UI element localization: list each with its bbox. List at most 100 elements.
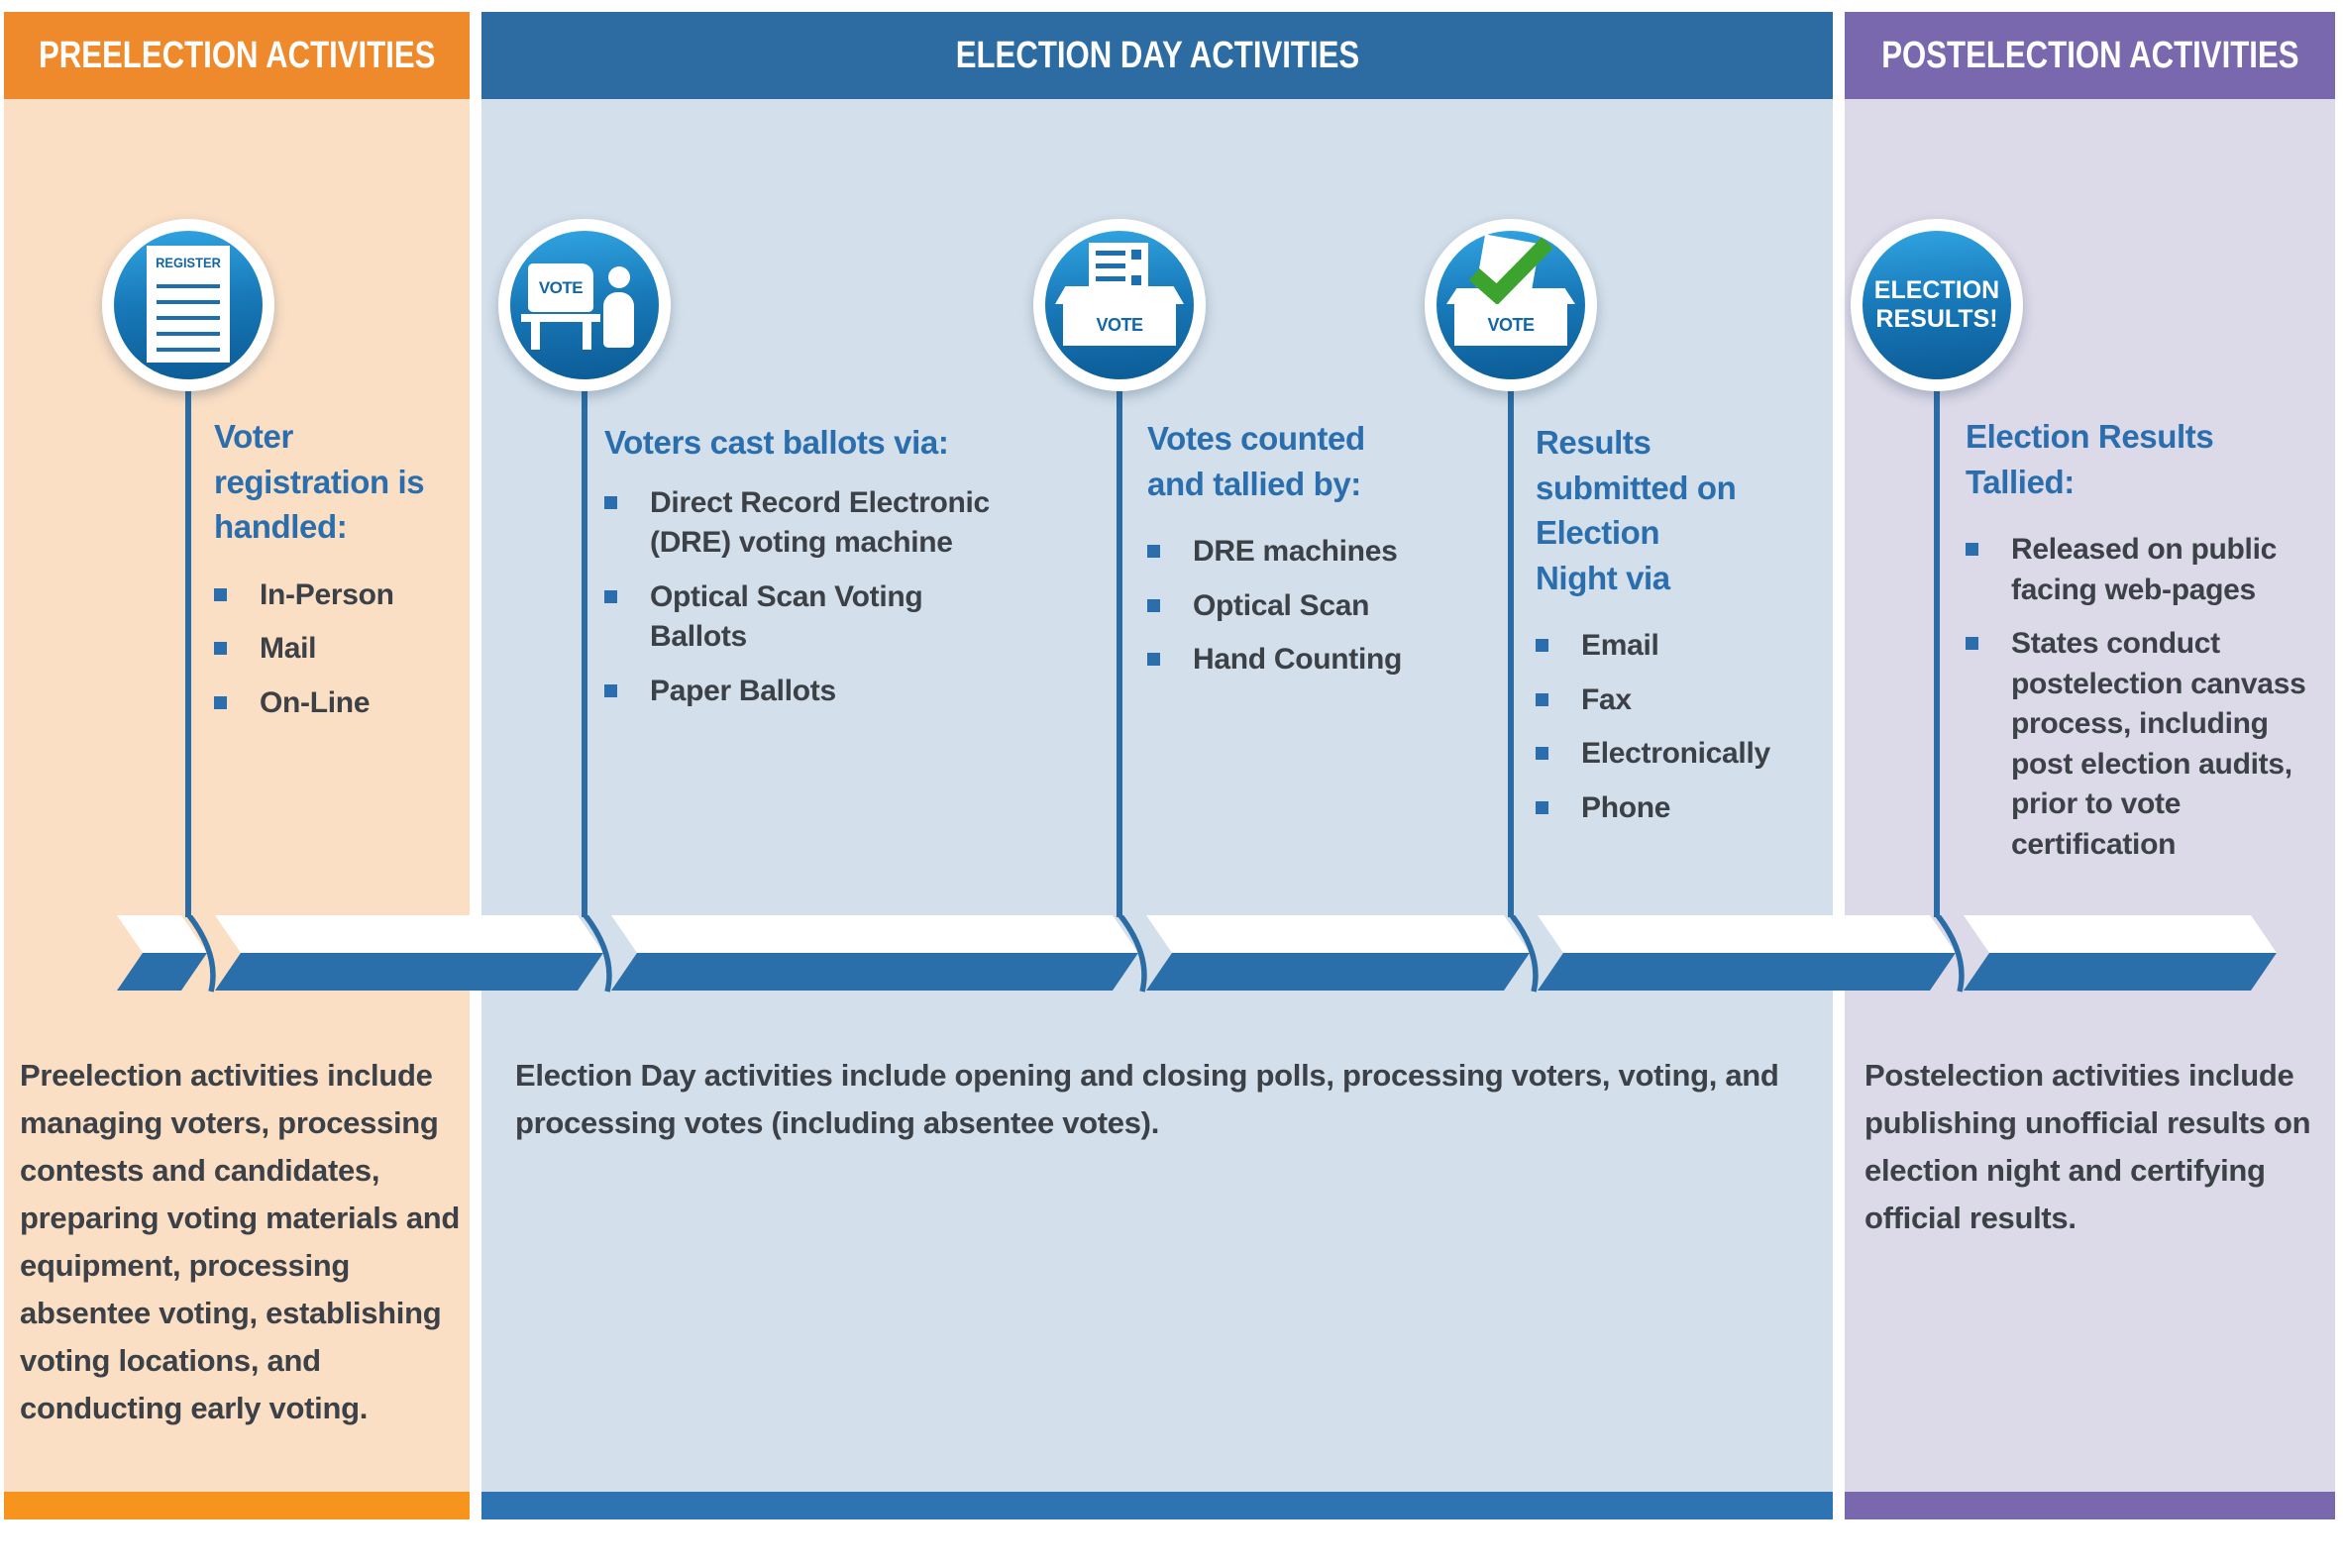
connector-curve xyxy=(185,915,216,993)
timeline-segment-blue xyxy=(215,953,603,991)
register-label: REGISTER xyxy=(156,255,221,270)
preelection-header: PREELECTION ACTIVITIES xyxy=(4,12,470,99)
ballot-line xyxy=(1096,263,1125,268)
timeline-segment-white xyxy=(1146,915,1530,953)
paper-line xyxy=(157,348,220,352)
paper-line xyxy=(157,332,220,336)
election-day-header: ELECTION DAY ACTIVITIES xyxy=(481,12,1833,99)
bullet-square-icon xyxy=(1536,800,1548,814)
list-item-label: DRE machines xyxy=(1193,535,1398,569)
preelection-footer-bar xyxy=(4,1492,470,1519)
list-item-label: Optical Scan Voting Ballots xyxy=(650,579,923,654)
timeline-segment-white xyxy=(1964,915,2277,953)
ballot-box-lid-shape xyxy=(1055,286,1184,304)
group-heading: Voter registration is handled: xyxy=(214,418,425,546)
group-item-list: Released on public facing web-pages Stat… xyxy=(1966,530,2312,865)
bullet-square-icon xyxy=(1147,653,1160,667)
connector-line xyxy=(185,388,191,917)
timeline-segment-white xyxy=(611,915,1138,953)
election-results-icon: ELECTION RESULTS! xyxy=(1851,219,2023,391)
bullet-square-icon xyxy=(604,683,617,697)
bullet-square-icon xyxy=(214,642,227,656)
group-results-tallied: Election Results Tallied: Released on pu… xyxy=(1966,414,2312,879)
list-item: States conduct postelection canvass proc… xyxy=(1966,624,2312,865)
list-item-label: Fax xyxy=(1581,682,1632,716)
list-item-label: Email xyxy=(1581,629,1659,663)
booth-leg-shape xyxy=(583,322,591,350)
postelection-footer-bar xyxy=(1845,1492,2335,1519)
bullet-square-icon xyxy=(1536,692,1548,706)
connector-line xyxy=(1508,388,1514,917)
group-heading: Voters cast ballots via: xyxy=(604,424,949,461)
timeline-segment-blue xyxy=(117,953,207,991)
group-voter-registration: Voter registration is handled: In-Person… xyxy=(214,414,462,737)
group-item-list: Direct Record Electronic (DRE) voting ma… xyxy=(604,483,1025,712)
bullet-square-icon xyxy=(214,587,227,601)
list-item-label: Direct Record Electronic (DRE) voting ma… xyxy=(650,485,990,560)
list-item: Electronically xyxy=(1536,734,1793,775)
list-item-label: States conduct postelection canvass proc… xyxy=(2011,627,2306,861)
timeline-segment-blue xyxy=(611,953,1138,991)
ballot-line xyxy=(1096,251,1125,256)
bullet-square-icon xyxy=(604,589,617,603)
ballot-paper-shape xyxy=(1089,243,1148,290)
list-item-label: Paper Ballots xyxy=(650,674,836,707)
bullet-square-icon xyxy=(1966,637,1978,651)
ballot-checkmark-icon: VOTE xyxy=(1425,219,1597,391)
booth-panel-shape: VOTE xyxy=(528,263,593,312)
list-item: Released on public facing web-pages xyxy=(1966,530,2312,610)
ballot-box-lid-shape xyxy=(1446,288,1575,304)
list-item-label: Electronically xyxy=(1581,737,1770,771)
election-results-label: ELECTION RESULTS! xyxy=(1873,275,2000,334)
timeline-segment-blue xyxy=(1538,953,1956,991)
postelection-header-title: POSTELECTION ACTIVITIES xyxy=(1880,34,2299,76)
booth-table-shape xyxy=(521,314,600,322)
list-item: Optical Scan xyxy=(1147,586,1444,627)
postelection-note: Postelection activities include publishi… xyxy=(1864,1058,2311,1236)
list-item: Mail xyxy=(214,629,462,670)
list-item: Paper Ballots xyxy=(604,672,1025,712)
group-cast-ballots: Voters cast ballots via: Direct Record E… xyxy=(604,420,1025,725)
paper-line xyxy=(157,300,220,304)
list-item-label: Phone xyxy=(1581,790,1671,824)
list-item: Phone xyxy=(1536,788,1793,829)
election-day-note: Election Day activities include opening … xyxy=(515,1058,1779,1141)
group-heading: Election Results Tallied: xyxy=(1966,418,2214,500)
list-item-label: Hand Counting xyxy=(1193,643,1403,677)
connector-line xyxy=(582,388,587,917)
group-item-list: DRE machines Optical Scan Hand Counting xyxy=(1147,532,1444,680)
preelection-header-title: PREELECTION ACTIVITIES xyxy=(38,34,436,76)
bullet-square-icon xyxy=(1147,598,1160,612)
list-item: Hand Counting xyxy=(1147,640,1444,680)
checkmark-stroke xyxy=(1468,237,1553,305)
paper-line xyxy=(157,284,220,288)
ballot-box-front: VOTE xyxy=(1063,304,1176,346)
list-item-label: Mail xyxy=(260,632,317,666)
connector-line xyxy=(1117,388,1122,917)
list-item-label: In-Person xyxy=(260,577,394,611)
booth-leg-shape xyxy=(531,322,540,350)
booth-vote-label: VOTE xyxy=(538,277,584,297)
election-day-footer-bar xyxy=(481,1492,1833,1519)
ballot-scanner-icon: VOTE xyxy=(1033,219,1206,391)
election-day-header-title: ELECTION DAY ACTIVITIES xyxy=(955,34,1359,76)
voting-booth-icon: VOTE xyxy=(498,219,671,391)
list-item: Email xyxy=(1536,626,1793,667)
voter-person-body xyxy=(603,292,634,348)
bullet-square-icon xyxy=(1147,545,1160,559)
ballot-box-vote-label: VOTE xyxy=(1096,314,1143,335)
group-heading: Votes counted and tallied by: xyxy=(1147,420,1365,502)
postelection-header: POSTELECTION ACTIVITIES xyxy=(1845,12,2335,99)
connector-curve xyxy=(1934,915,1965,993)
timeline-segment-white xyxy=(117,915,207,953)
ballot-line xyxy=(1096,276,1125,281)
list-item: DRE machines xyxy=(1147,532,1444,573)
paper-line xyxy=(157,316,220,320)
ballot-box-vote-label: VOTE xyxy=(1487,314,1535,335)
timeline-segment-blue xyxy=(1964,953,2277,991)
timeline-segment-blue xyxy=(1146,953,1530,991)
list-item: On-Line xyxy=(214,683,462,724)
group-item-list: In-Person Mail On-Line xyxy=(214,575,462,724)
voter-person-head xyxy=(608,266,630,288)
